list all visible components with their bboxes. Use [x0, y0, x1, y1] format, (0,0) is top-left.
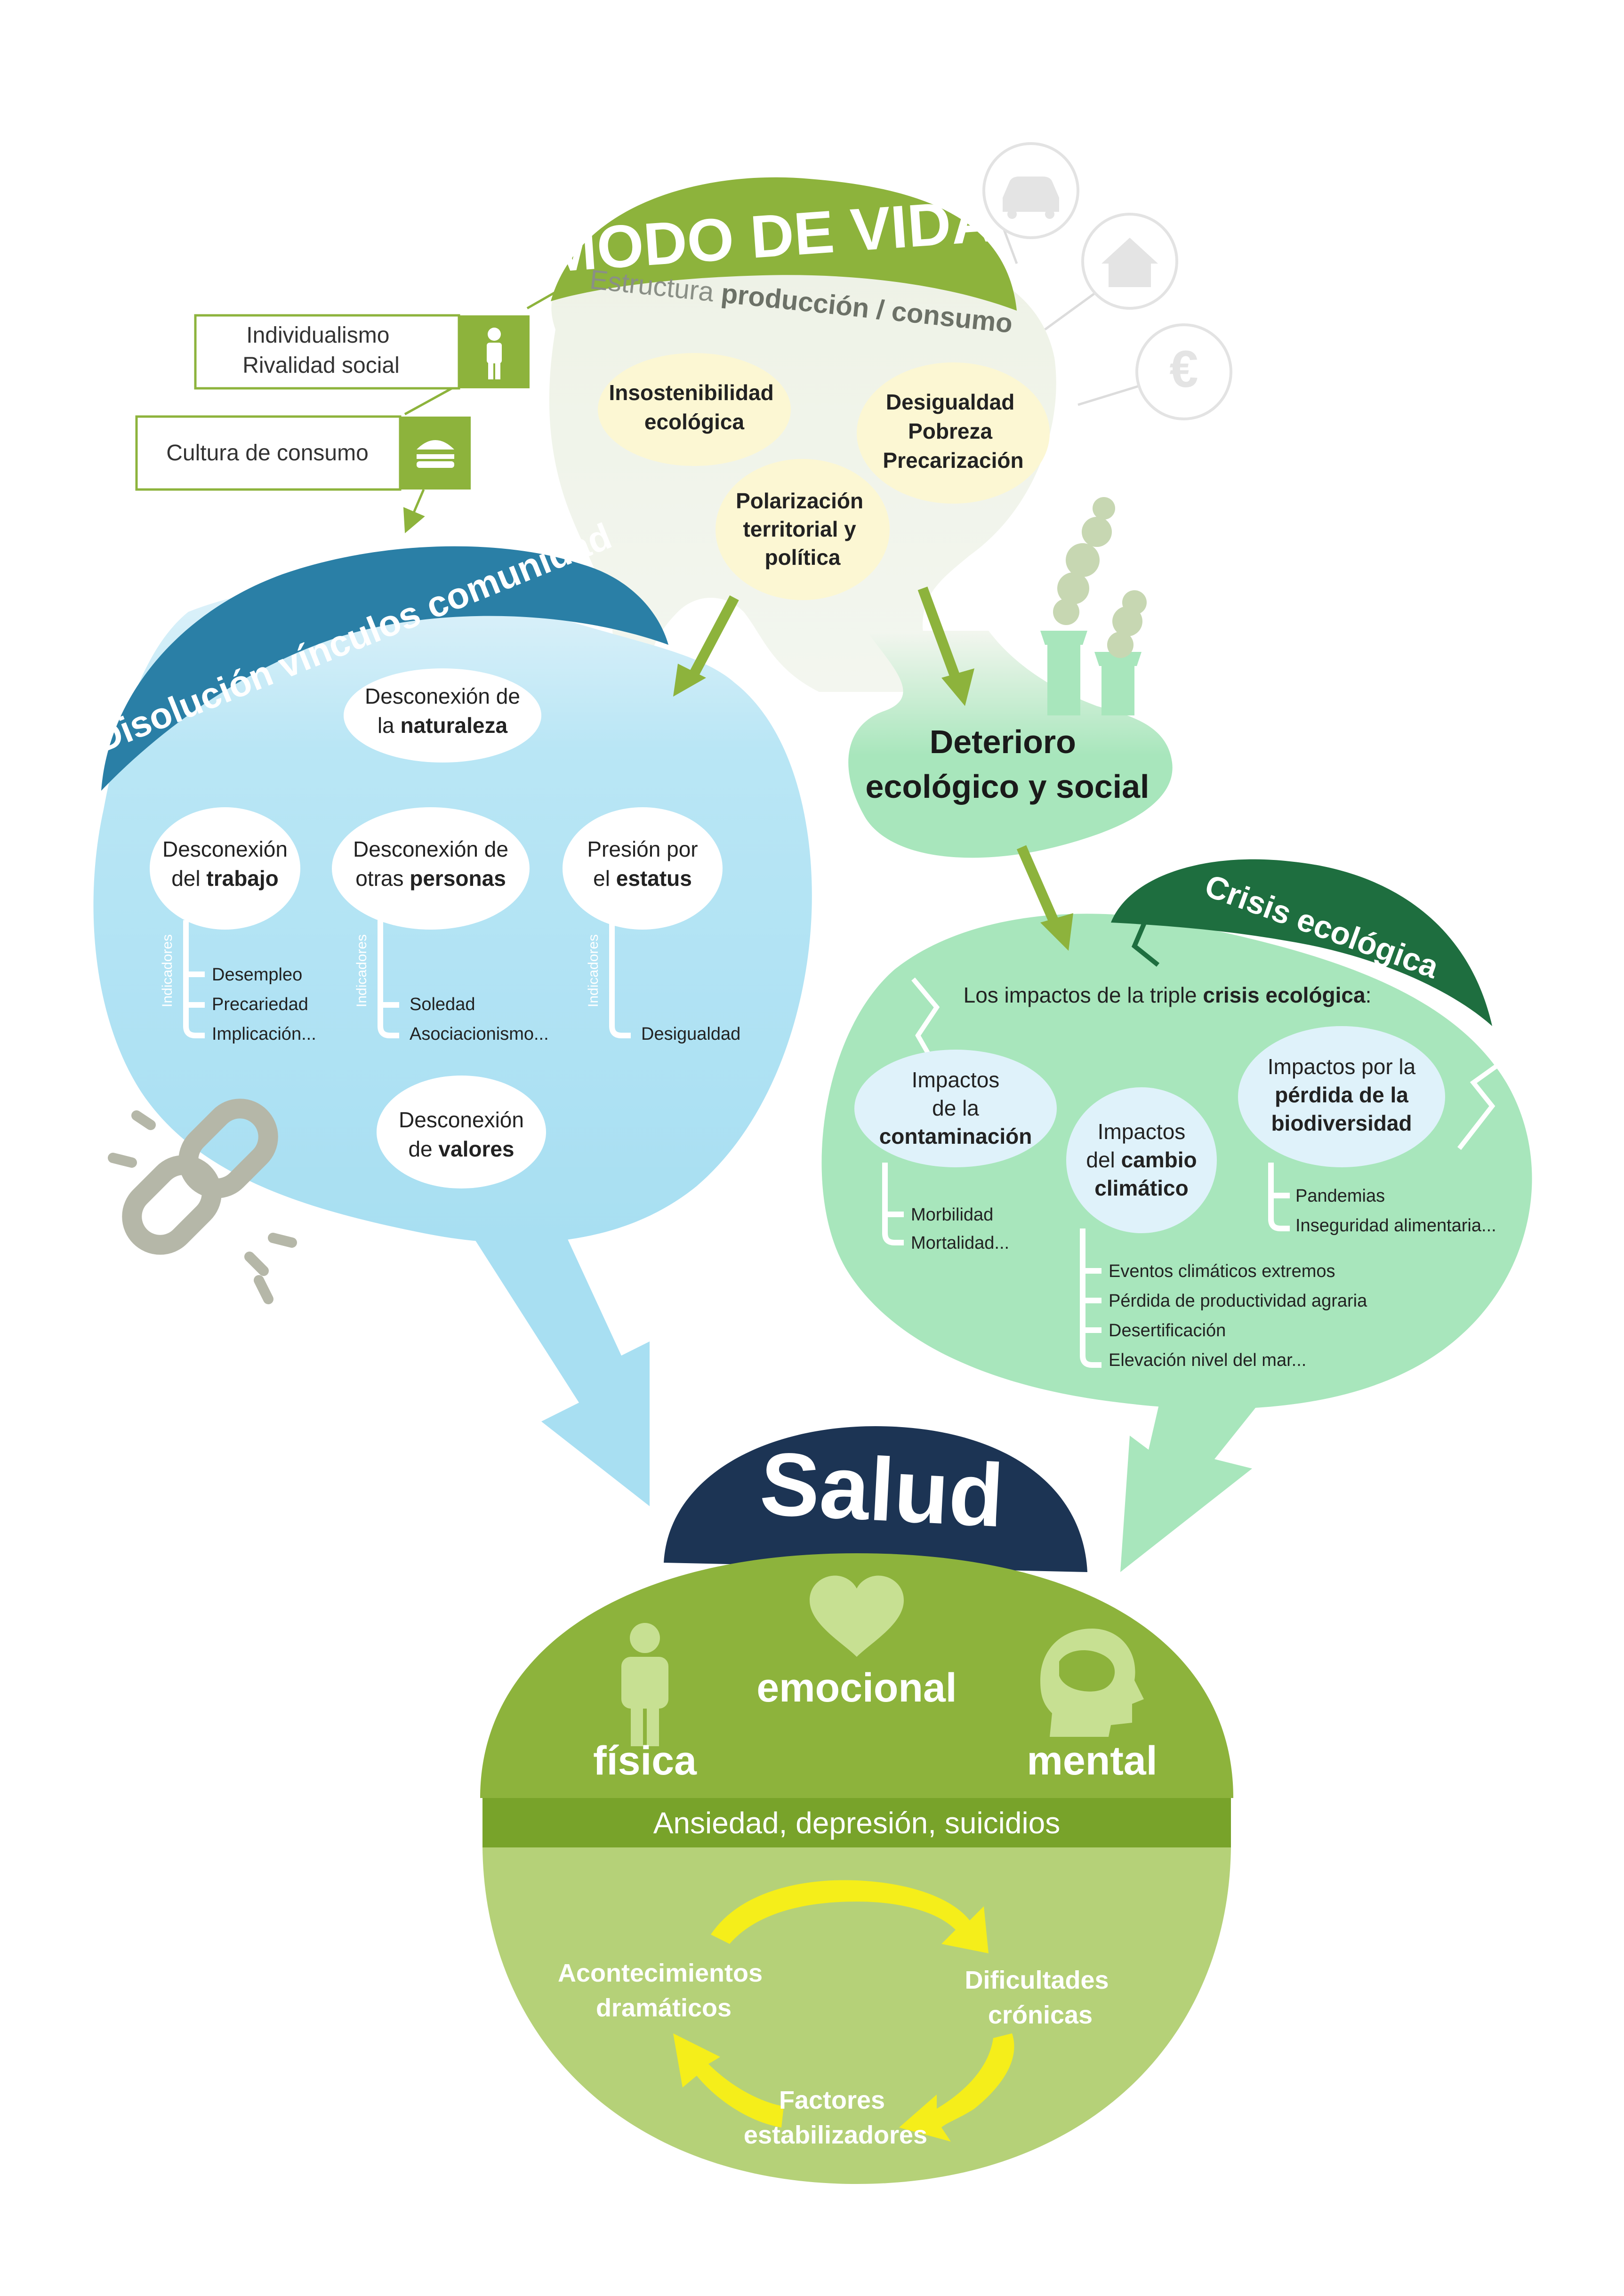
deterioro-line2: ecológico y social	[866, 768, 1150, 805]
burger-icon	[417, 440, 454, 468]
crisis-item: Desertificación	[1109, 1321, 1226, 1341]
indicadores-label: Indicadores	[354, 934, 370, 1007]
indicator-brackets	[183, 920, 631, 1038]
crisis-item: Mortalidad...	[911, 1233, 1009, 1253]
icon-connectors	[1001, 225, 1140, 406]
biodiversidad-bubble	[1238, 1026, 1445, 1167]
salud-fisica: física	[593, 1738, 697, 1783]
desigualdad-line3: Precarización	[883, 448, 1023, 473]
indicadores-label: Indicadores	[160, 934, 175, 1007]
svg-text:Deterioro ecológico y soci: Deterioro ecológico y social	[866, 723, 1150, 805]
crisis-item: Morbilidad	[911, 1205, 993, 1225]
personas-bubble	[332, 807, 530, 930]
svg-text:Insostenibilidad ecológica: Insostenibilidad ecológica	[609, 380, 780, 434]
svg-text:Dificultades crónicas: Dificultades crónicas	[965, 1966, 1116, 2029]
valores-bubble	[377, 1076, 546, 1188]
head-brain-icon	[1040, 1629, 1144, 1737]
desigualdad-line1: Desigualdad	[886, 390, 1015, 414]
indicator-item: Asociacionismo...	[410, 1024, 549, 1044]
cultura-consumo-label: Cultura de consumo	[166, 441, 369, 466]
insostenibilidad-line2: ecológica	[644, 409, 745, 434]
crisis-intro: Los impactos de la triple crisis ecológi…	[964, 983, 1372, 1007]
crisis-brackets	[882, 1163, 1290, 1368]
chain-icon	[108, 1099, 297, 1304]
person-icon	[621, 1623, 668, 1746]
cambio-climatico-bubble	[1066, 1087, 1217, 1233]
dificultades-line2: crónicas	[988, 2001, 1093, 2029]
consumo-box	[135, 415, 471, 533]
car-icon	[982, 142, 1079, 239]
factores-line2: estabilizadores	[744, 2121, 927, 2149]
svg-text:Polarización territorial y: Polarización territorial y política	[736, 489, 869, 570]
trabajo-bubble	[150, 807, 300, 930]
crisis-item: Inseguridad alimentaria...	[1295, 1216, 1496, 1236]
indicator-item: Desigualdad	[641, 1024, 740, 1044]
polarizacion-bubble	[716, 459, 890, 600]
house-icon	[1081, 213, 1178, 310]
svg-text:Acontecimientos dramáticos: Acontecimientos dramáticos	[558, 1959, 770, 2022]
polarizacion-line2: territorial y	[743, 517, 856, 541]
svg-text:Factores estabilizadores: Factores estabilizadores	[744, 2086, 927, 2149]
naturaleza-bubble	[344, 668, 541, 763]
crisis-item: Pérdida de productividad agraria	[1109, 1291, 1367, 1311]
factory-icon	[1040, 497, 1147, 715]
flow-arrows	[673, 586, 1073, 951]
crisis-item: Eventos climáticos extremos	[1109, 1261, 1335, 1281]
salud-band-text: Ansiedad, depresión, suicidios	[653, 1806, 1061, 1840]
salud-emocional: emocional	[756, 1665, 957, 1710]
desigualdad-bubble	[857, 362, 1050, 504]
svg-text:€: €	[1169, 340, 1198, 398]
individualismo-box	[194, 288, 561, 416]
rivalidad-label: Rivalidad social	[242, 353, 400, 378]
deterioro-line1: Deterioro	[930, 723, 1076, 760]
arrow-crisis-to-salud	[1120, 1389, 1271, 1572]
desigualdad-line2: Pobreza	[908, 419, 992, 443]
indicator-item: Desempleo	[212, 965, 302, 985]
crisis-item: Pandemias	[1295, 1186, 1385, 1206]
salud-mental: mental	[1027, 1738, 1157, 1783]
polarizacion-line3: política	[764, 545, 840, 570]
crisis-item: Elevación nivel del mar...	[1109, 1350, 1306, 1370]
contaminacion-bubble	[854, 1050, 1057, 1167]
svg-text:Individualismo Rivalidad s: Individualismo Rivalidad social	[242, 323, 400, 378]
indicator-item: Soledad	[410, 995, 475, 1014]
acontecimientos-line2: dramáticos	[596, 1994, 732, 2022]
insostenibilidad-bubble	[598, 353, 791, 466]
person-icon	[487, 328, 502, 379]
dificultades-line1: Dificultades	[965, 1966, 1109, 1994]
individualismo-label: Individualismo	[246, 323, 389, 348]
arrow-comunidad-to-salud	[471, 1233, 650, 1506]
estatus-bubble	[563, 807, 723, 930]
salud-title: Salud	[758, 1434, 1006, 1546]
insostenibilidad-line1: Insostenibilidad	[609, 380, 774, 405]
deterioro-bubble	[848, 631, 1173, 858]
cycle-arrows	[673, 1880, 1014, 2142]
factores-line1: Factores	[779, 2086, 885, 2114]
polarizacion-line1: Polarización	[736, 489, 863, 513]
indicadores-label: Indicadores	[586, 934, 601, 1007]
euro-icon: €	[1135, 323, 1232, 420]
indicator-item: Precariedad	[212, 995, 308, 1014]
salud-section	[480, 1426, 1233, 2184]
acontecimientos-line1: Acontecimientos	[558, 1959, 763, 1987]
indicator-item: Implicación...	[212, 1024, 316, 1044]
svg-text:Desigualdad Pobreza Pr: Desigualdad Pobreza Precarización	[883, 390, 1023, 473]
heart-icon	[810, 1575, 904, 1657]
